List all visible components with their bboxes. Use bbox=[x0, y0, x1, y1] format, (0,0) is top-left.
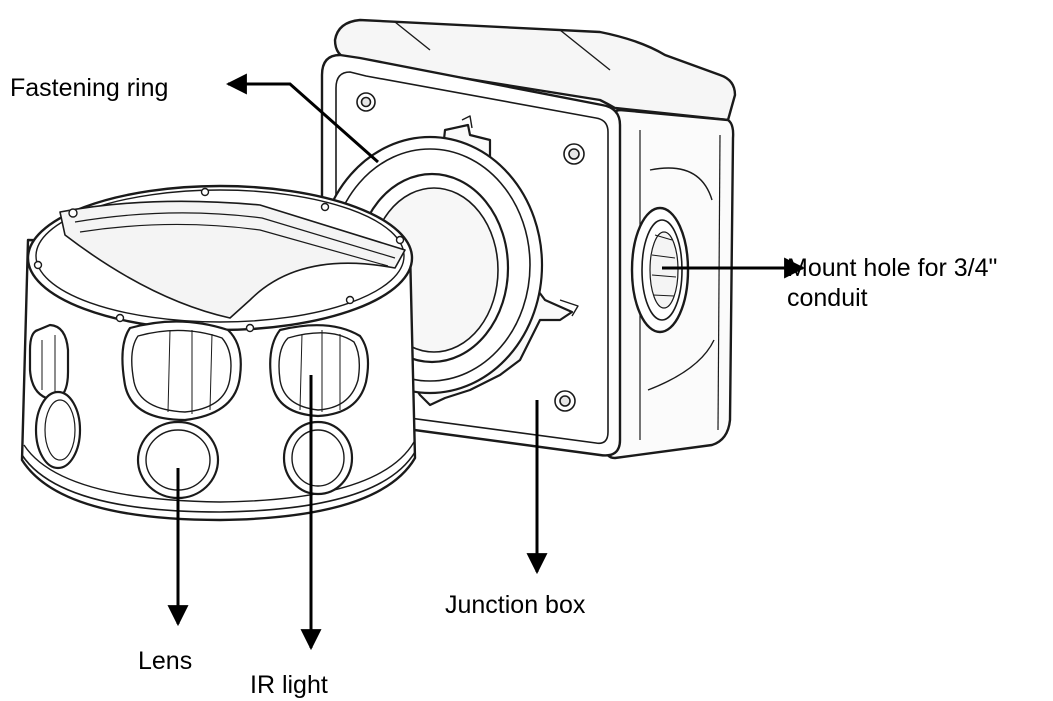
ir-light-label: IR light bbox=[250, 671, 328, 699]
mount-hole-label: Mount hole for 3/4" conduit bbox=[787, 253, 997, 313]
junction-box-label: Junction box bbox=[445, 591, 586, 619]
camera-windows bbox=[28, 320, 370, 500]
mount-hole-label-line1: Mount hole for 3/4" bbox=[787, 254, 998, 282]
callout-arrows bbox=[167, 73, 806, 651]
camera-head-drawing bbox=[20, 184, 417, 522]
lens-label: Lens bbox=[138, 647, 193, 675]
lid-screws bbox=[33, 187, 405, 333]
fastening-ring-label: Fastening ring bbox=[10, 74, 169, 102]
mount-hole-label-line2: conduit bbox=[787, 284, 868, 312]
junction-box-screws bbox=[356, 92, 585, 412]
fastening-ring-arrow bbox=[225, 73, 379, 164]
